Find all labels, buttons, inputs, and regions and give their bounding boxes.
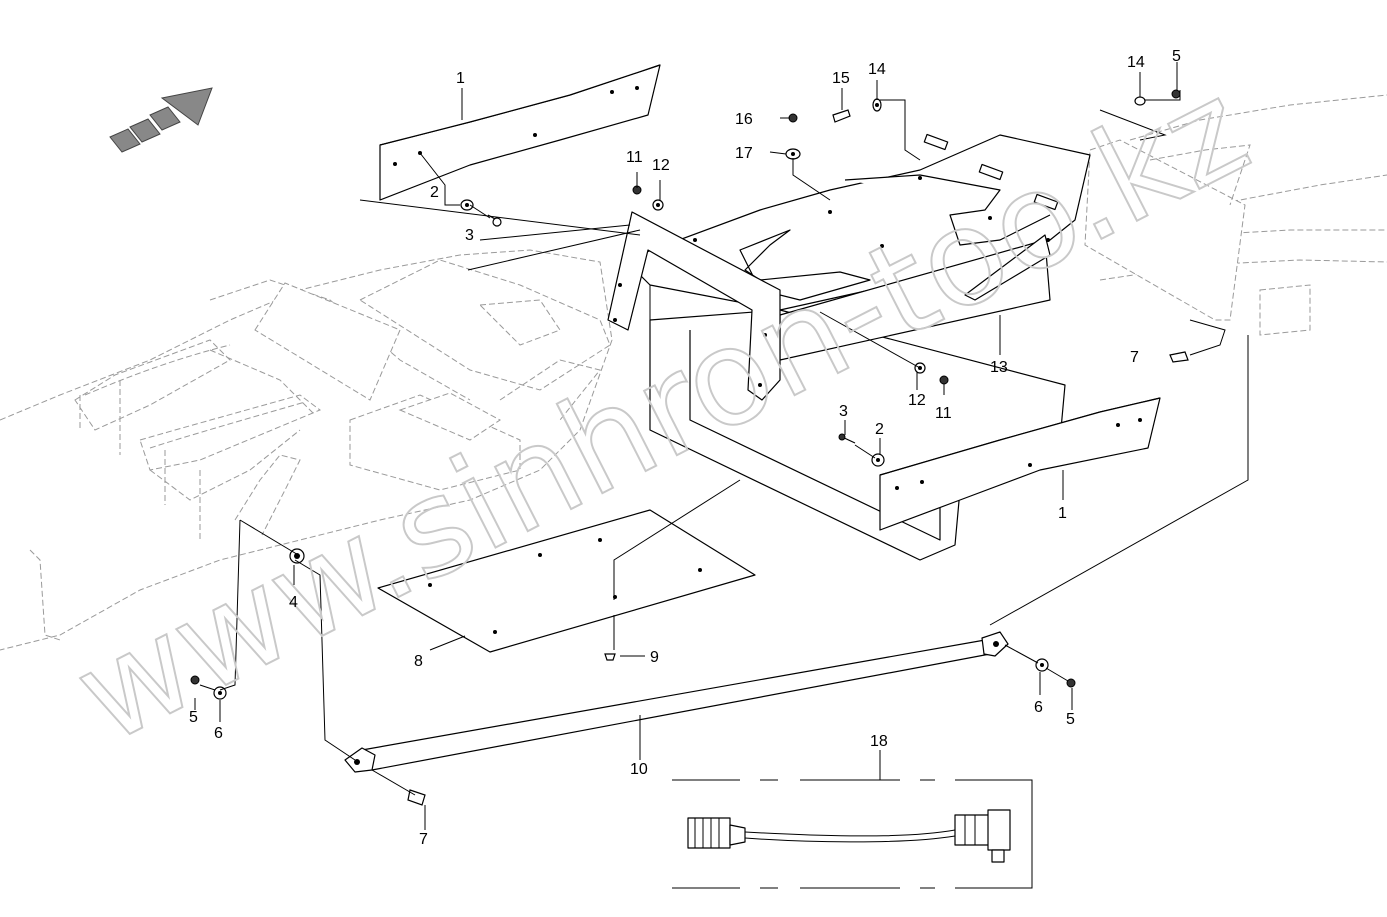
ghost-frame-right <box>1084 94 1387 336</box>
tie-rod <box>344 631 1009 773</box>
cable-harness-box <box>672 779 1033 889</box>
callout-8: 8 <box>414 653 423 670</box>
callout-labels: 1 1 2 2 3 3 4 5 5 5 6 6 7 7 8 9 10 11 11… <box>189 48 1181 848</box>
main-housing <box>607 133 1091 561</box>
callout-9: 9 <box>650 649 659 666</box>
callout-5-lower-right: 5 <box>1066 711 1075 728</box>
callout-15: 15 <box>832 70 850 87</box>
callout-14-top: 14 <box>868 61 886 78</box>
callout-2-lower: 2 <box>875 421 884 438</box>
direction-arrow-icon <box>109 87 213 153</box>
callout-10: 10 <box>630 761 648 778</box>
callout-12-upper: 12 <box>652 157 670 174</box>
callout-18: 18 <box>870 733 888 750</box>
wear-strip-lower <box>879 397 1161 531</box>
callout-1-lower: 1 <box>1058 505 1067 522</box>
callout-6-left: 6 <box>214 725 223 742</box>
callout-11-lower: 11 <box>935 405 952 422</box>
hardware <box>190 89 1189 806</box>
callout-16: 16 <box>735 111 753 128</box>
callout-11-upper: 11 <box>626 149 643 166</box>
callout-14-right: 14 <box>1127 54 1145 71</box>
callout-5-top-right: 5 <box>1172 48 1181 65</box>
ghost-frame-left <box>0 249 613 651</box>
bottom-plate <box>377 509 756 653</box>
leader-lines <box>194 62 1249 830</box>
callout-12-lower: 12 <box>908 392 926 409</box>
wear-strip-upper <box>379 64 661 201</box>
callout-4: 4 <box>289 594 298 611</box>
callout-3-lower: 3 <box>839 403 848 420</box>
callout-7-lower: 7 <box>419 831 428 848</box>
callout-5-left: 5 <box>189 709 198 726</box>
callout-7-right: 7 <box>1130 349 1139 366</box>
callout-13: 13 <box>990 359 1008 376</box>
callout-1-upper: 1 <box>456 70 465 87</box>
callout-17: 17 <box>735 145 753 162</box>
callout-2-upper: 2 <box>430 184 439 201</box>
callout-6-right: 6 <box>1034 699 1043 716</box>
callout-3-upper: 3 <box>465 227 474 244</box>
